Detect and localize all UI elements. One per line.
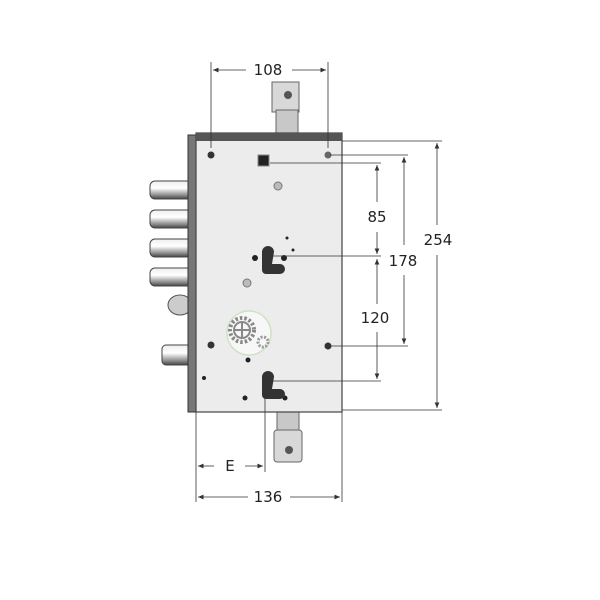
- bottom-latch-tab: [273, 409, 303, 463]
- gear-icon: [226, 310, 272, 356]
- dim-120: 120: [361, 309, 390, 327]
- dim-136: 136: [254, 488, 283, 506]
- dimension-lines: 108 136 E 254 178 85 120: [195, 61, 453, 506]
- deadbolts: [149, 180, 195, 366]
- top-latch-tab: [271, 81, 300, 135]
- dim-85: 85: [367, 208, 386, 226]
- upper-keyhole: [262, 246, 285, 274]
- lock-body: [195, 132, 343, 413]
- dim-254: 254: [424, 231, 453, 249]
- dim-e: E: [225, 457, 234, 475]
- dim-108: 108: [254, 61, 283, 79]
- dim-178: 178: [389, 252, 418, 270]
- lower-keyhole: [262, 371, 285, 399]
- square-spindle-hole: [257, 154, 270, 167]
